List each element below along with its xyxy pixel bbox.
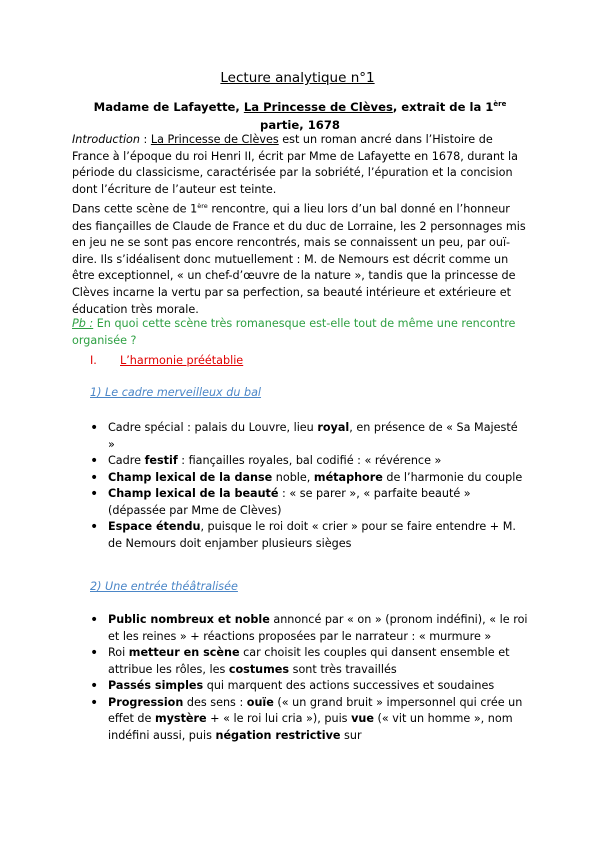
book-title: La Princesse de Clèves xyxy=(243,99,393,114)
pb-label: Pb : xyxy=(72,317,94,330)
list-item: •Espace étendu, puisque le roi doit « cr… xyxy=(90,519,516,550)
page-subtitle: Madame de Lafayette, La Princesse de Clè… xyxy=(93,99,507,132)
bullet-icon: • xyxy=(90,453,99,469)
list-item: •Roi metteur en scène car choisit les co… xyxy=(90,645,510,676)
subsection-heading-2: 2) Une entrée théâtralisée xyxy=(90,580,238,593)
bullet-icon: • xyxy=(90,645,99,661)
subsection-heading-1: 1) Le cadre merveilleux du bal xyxy=(90,386,262,399)
introduction: Introduction : La Princesse de Clèves es… xyxy=(72,133,526,316)
bullet-icon: • xyxy=(90,694,99,711)
list-item: •Cadre festif : fiançailles royales, bal… xyxy=(90,453,442,469)
page-title: Lecture analytique n°1 xyxy=(220,70,375,86)
bullet-icon: • xyxy=(90,469,99,486)
bullet-icon: • xyxy=(90,420,99,436)
list-item: •Cadre spécial : palais du Louvre, lieu … xyxy=(90,420,518,451)
bullet-icon: • xyxy=(90,519,99,535)
intro-label: Introduction xyxy=(72,133,140,146)
bullet-icon: • xyxy=(90,612,99,628)
list-item: •Public nombreux et noble annoncé par « … xyxy=(90,612,528,643)
bullet-list-1: •Cadre spécial : palais du Louvre, lieu … xyxy=(90,420,528,552)
bullet-icon: • xyxy=(90,678,99,694)
section-heading-1: I.L’harmonie préétablie xyxy=(90,354,244,367)
bullet-list-2: •Public nombreux et noble annoncé par « … xyxy=(90,612,528,744)
bullet-icon: • xyxy=(90,486,99,502)
list-item: •Champ lexical de la beauté : « se parer… xyxy=(90,486,471,517)
list-item: •Champ lexical de la danse noble, métaph… xyxy=(90,469,523,486)
intro-book-title: La Princesse de Clèves xyxy=(150,133,279,146)
list-item: •Progression des sens : ouïe (« un grand… xyxy=(90,694,523,742)
list-item: •Passés simples qui marquent des actions… xyxy=(90,678,495,694)
problematique: Pb : En quoi cette scène très romanesque… xyxy=(72,317,516,347)
